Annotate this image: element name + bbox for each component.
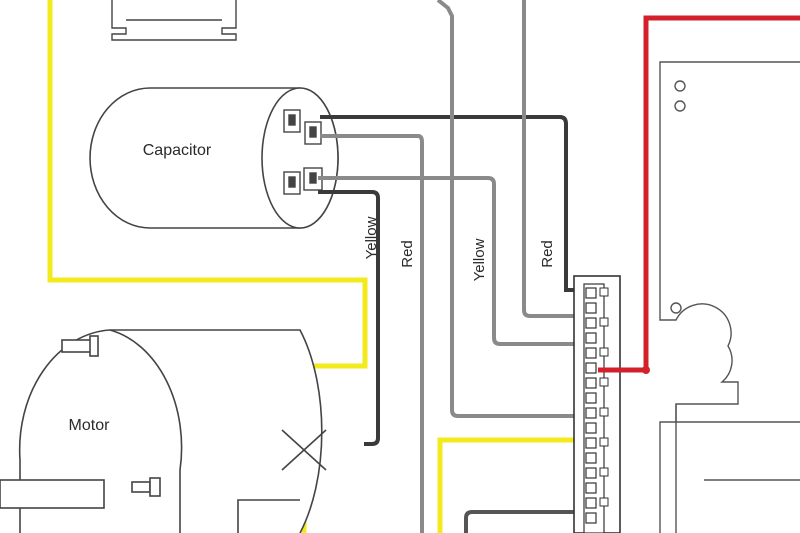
motor-label: Motor — [69, 417, 111, 434]
dark-wire-top — [320, 115, 584, 292]
red-wire-joint — [642, 366, 650, 374]
yellow-wire-right — [437, 437, 584, 533]
motor — [0, 329, 323, 533]
terminal-block — [573, 275, 621, 533]
top-bracket — [111, 0, 237, 41]
gray-wire-lower — [318, 176, 584, 346]
capacitor-label: Capacitor — [143, 142, 212, 159]
wire-label-yellow-2: Yellow — [471, 238, 488, 281]
control-board — [659, 61, 800, 533]
gray-wire-top-a — [436, 0, 584, 418]
wire-label-yellow-1: Yellow — [363, 216, 380, 259]
capacitor-terminals — [283, 109, 323, 195]
dark-wire-bottom — [464, 510, 584, 533]
gray-wire-capacitor — [320, 134, 424, 533]
red-wire — [598, 15, 800, 373]
gray-wire-top-b — [522, 0, 584, 318]
wire-label-red-2: Red — [539, 240, 556, 268]
wire-label-red-1: Red — [399, 240, 416, 268]
motor-switch — [281, 429, 327, 471]
dark-wire-motor — [318, 190, 380, 446]
capacitor — [89, 87, 339, 229]
